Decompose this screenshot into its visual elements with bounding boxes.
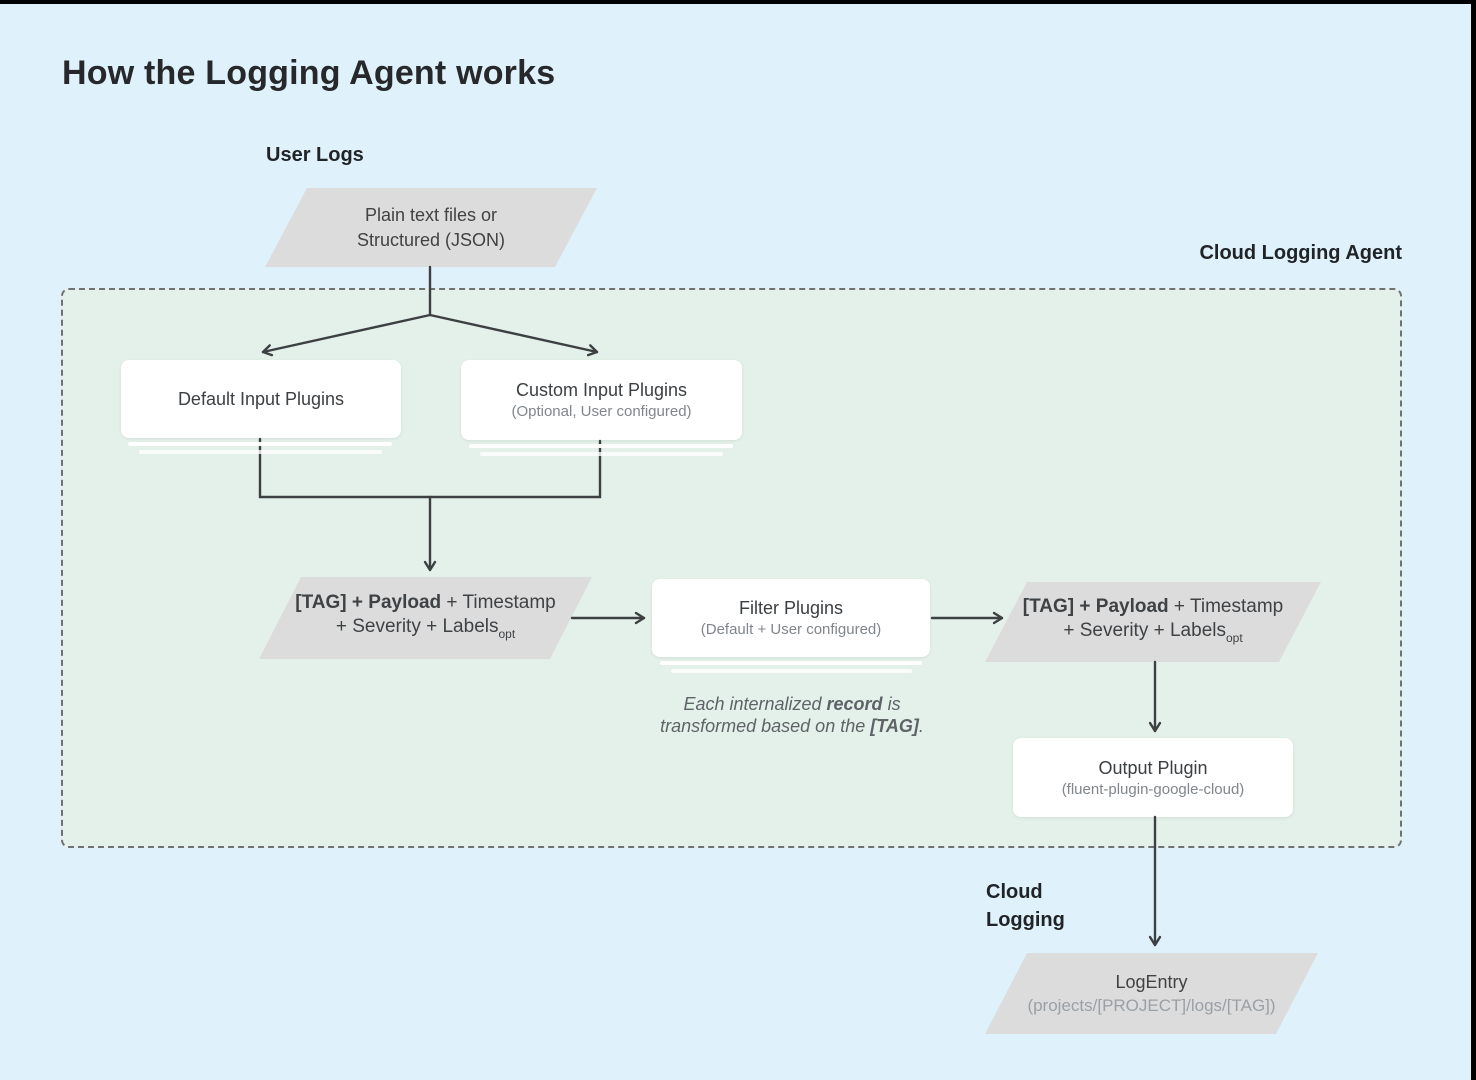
default-input-stack-bar-2 [139, 450, 382, 454]
log-record-line2: + Severity + Labelsopt [1063, 619, 1242, 650]
filter-stack-bar-1 [660, 661, 922, 665]
cloud-logging-label-line2: Logging [986, 909, 1065, 931]
log-record-subscript: opt [498, 626, 516, 641]
log-entry-subtitle: (projects/[PROJECT]/logs/[TAG]) [1027, 996, 1276, 1015]
note-pre: Each internalized [683, 694, 827, 714]
log-record-line2-text: + Severity + Labels [335, 615, 499, 637]
log-record-right-shape: [TAG] + Payload + Timestamp + Severity +… [985, 582, 1321, 662]
filter-note-line2: transformed based on the [TAG]. [622, 715, 962, 737]
user-logs-label: User Logs [266, 144, 364, 166]
filter-note-line1: Each internalized record is [622, 693, 962, 715]
filter-stack-bar-2 [671, 669, 912, 673]
note-post: . [918, 716, 924, 736]
custom-input-plugins-title: Custom Input Plugins [515, 380, 688, 400]
custom-input-plugins-box: Custom Input Plugins (Optional, User con… [461, 360, 742, 440]
note-bold-record: record [826, 694, 883, 714]
log-entry-shape: LogEntry (projects/[PROJECT]/logs/[TAG]) [985, 953, 1318, 1034]
log-record-subscript: opt [1225, 630, 1243, 645]
log-record-left-shape: [TAG] + Payload + Timestamp + Severity +… [259, 577, 592, 659]
filter-note: Each internalized record is transformed … [622, 693, 962, 737]
default-input-stack-bar-1 [128, 442, 392, 446]
cloud-logging-label-line1: Cloud [986, 881, 1043, 903]
log-record-line1: [TAG] + Payload + Timestamp [295, 591, 555, 615]
custom-input-stack-bar-2 [480, 452, 723, 456]
log-record-regular: + Timestamp [441, 591, 556, 613]
user-logs-input-shape: Plain text files or Structured (JSON) [265, 188, 597, 267]
filter-plugins-subtitle: (Default + User configured) [700, 621, 882, 638]
note-line2-pre: transformed based on the [660, 716, 871, 736]
log-record-bold: [TAG] + Payload [1022, 595, 1169, 617]
custom-input-plugins-subtitle: (Optional, User configured) [511, 403, 692, 420]
log-record-bold: [TAG] + Payload [295, 591, 442, 613]
user-input-line1: Plain text files or [364, 204, 498, 225]
log-record-line2-text: + Severity + Labels [1063, 619, 1226, 641]
page-title: How the Logging Agent works [62, 54, 556, 92]
log-record-line2: + Severity + Labelsopt [336, 615, 515, 646]
output-plugin-box: Output Plugin (fluent-plugin-google-clou… [1013, 738, 1293, 817]
cloud-logging-agent-label: Cloud Logging Agent [1199, 242, 1402, 264]
default-input-plugins-box: Default Input Plugins [121, 360, 401, 438]
cloud-logging-label: Cloud Logging [986, 878, 1065, 934]
output-plugin-subtitle: (fluent-plugin-google-cloud) [1061, 780, 1245, 798]
log-record-line1: [TAG] + Payload + Timestamp [1023, 595, 1283, 619]
user-input-line2: Structured (JSON) [356, 229, 506, 250]
filter-plugins-title: Filter Plugins [738, 598, 844, 618]
window-right-edge [1471, 0, 1476, 1080]
custom-input-stack-bar-1 [469, 444, 733, 448]
note-mid: is [882, 694, 901, 714]
log-entry-title: LogEntry [1115, 972, 1188, 992]
filter-plugins-box: Filter Plugins (Default + User configure… [652, 579, 930, 657]
window-top-edge [0, 0, 1476, 4]
default-input-plugins-title: Default Input Plugins [177, 389, 345, 409]
note-bold-tag: [TAG] [870, 716, 919, 736]
log-record-regular: + Timestamp [1168, 595, 1284, 617]
output-plugin-title: Output Plugin [1098, 757, 1208, 778]
